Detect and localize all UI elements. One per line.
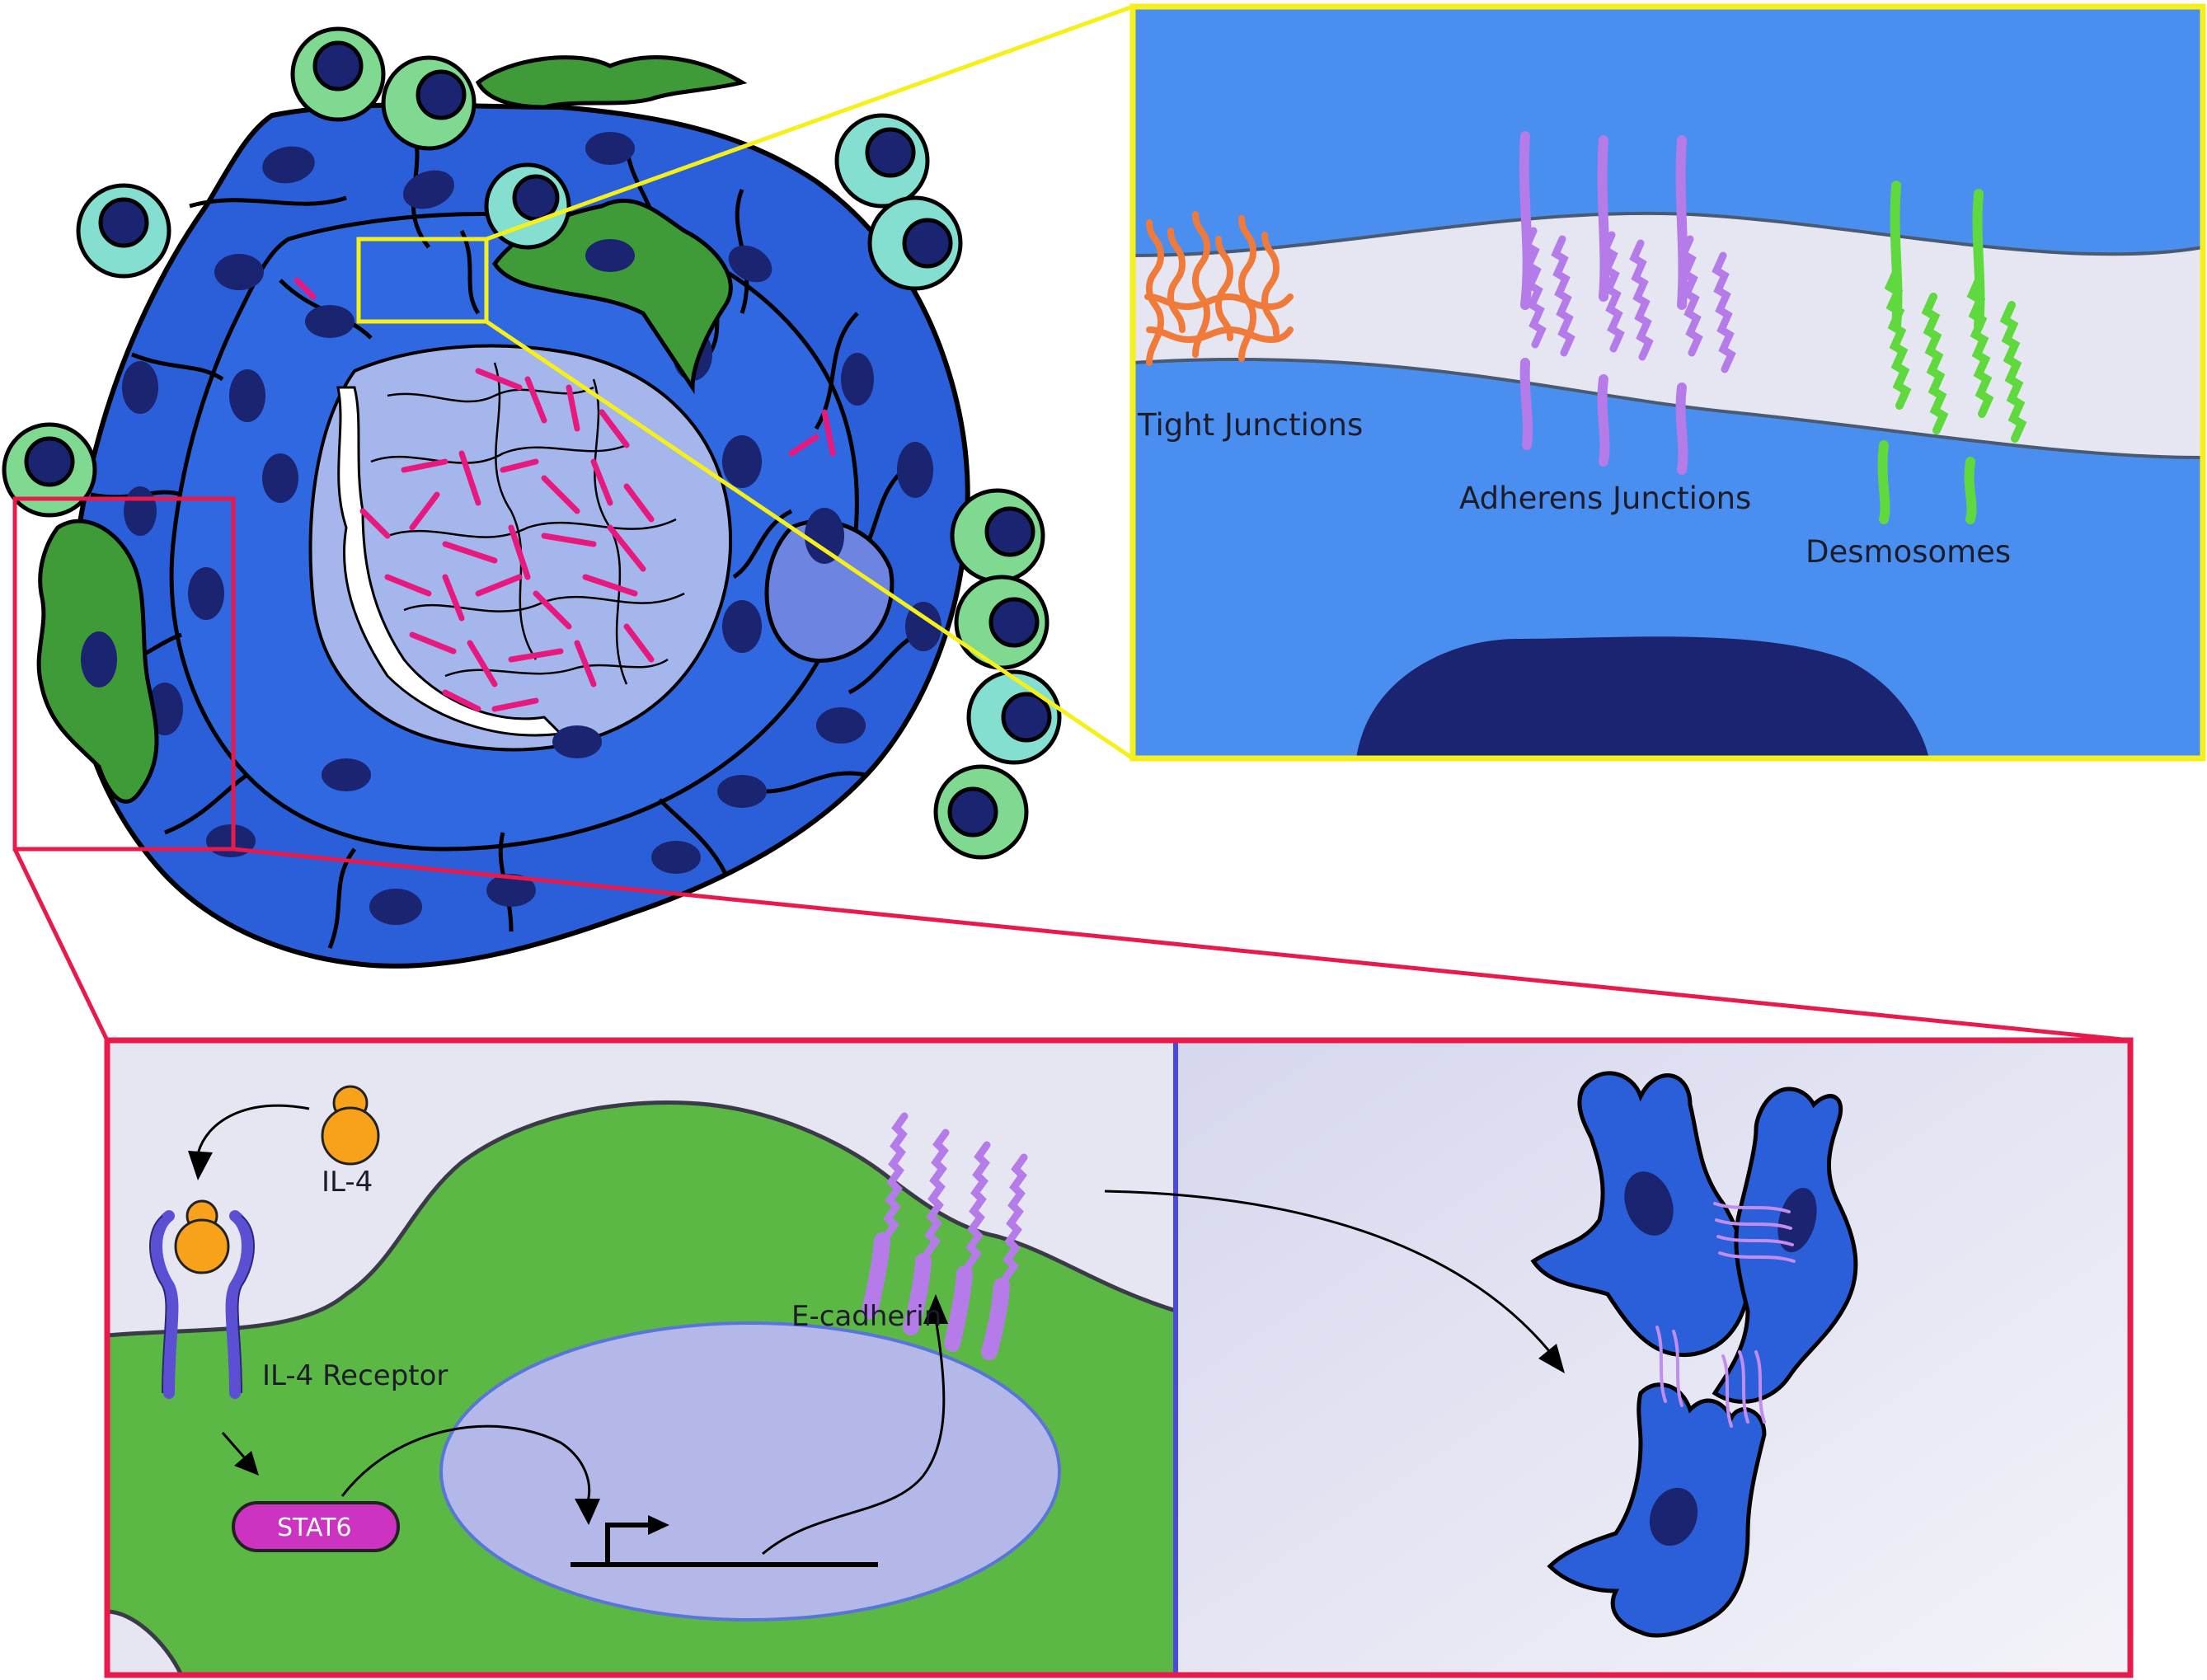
junction-panel: Tight Junctions Adherens Junctions Desmo… (1129, 3, 2206, 762)
receptor-to-stat6-arrowhead (234, 1451, 259, 1476)
promoter-arrowhead (648, 1515, 669, 1535)
adherens-extracellular (1522, 227, 1736, 373)
yellow-callout (356, 4, 1134, 761)
stat6-protein (232, 1501, 400, 1552)
adherens-junctions-label: Adherens Junctions (1459, 481, 1751, 516)
tight-junctions-label: Tight Junctions (1137, 407, 1363, 443)
stat6-to-gene-arrow (340, 1424, 591, 1505)
dendritic-cells (36, 55, 748, 804)
leukocyte (2, 422, 97, 518)
leukocyte (950, 488, 1045, 584)
leukocyte (966, 669, 1062, 765)
receptor-to-stat6-arrow (221, 1432, 247, 1460)
il4-receptor (151, 1210, 253, 1399)
signaling-panel: IL-4 IL-4 Receptor STAT6 (104, 1037, 2134, 1678)
il4-ligand-free (321, 1085, 380, 1166)
dendritic-cell-top (475, 55, 748, 110)
granuloma (2, 26, 1062, 969)
leukocyte (867, 195, 963, 291)
leukocytes (2, 26, 1062, 860)
leukocyte (933, 764, 1029, 860)
yellow-zoom-box (356, 237, 489, 324)
red-connector-left (12, 847, 110, 1042)
e-cadherin-extracellular (882, 1112, 1028, 1282)
charcot-leyden-crystals (293, 277, 836, 712)
leukocyte (484, 162, 571, 250)
il4-label: IL-4 (322, 1166, 373, 1199)
macrophage-nucleus (439, 1321, 1061, 1621)
il4-binding-arrow (196, 1104, 310, 1155)
aggregation-arrowhead (1538, 1344, 1565, 1373)
il4-binding-arrowhead (188, 1151, 213, 1180)
red-zoom-box (12, 496, 236, 852)
yellow-connector-top (486, 4, 1134, 242)
membrane-bottom (1132, 357, 2204, 459)
stat6-to-gene-arrowhead (575, 1499, 600, 1525)
il4-ligand-bound (174, 1199, 230, 1274)
stat6-label: STAT6 (277, 1513, 352, 1542)
yellow-connector-bottom (485, 319, 1134, 761)
desmosomes-label: Desmosomes (1806, 534, 2011, 570)
desmosome-linkers (1884, 268, 2027, 443)
promoter-arrow (605, 1523, 651, 1562)
e-cadherin-transmembrane (862, 1232, 1010, 1360)
leukocyte (76, 183, 171, 279)
leukocyte (290, 26, 386, 122)
leukocyte (954, 575, 1049, 670)
aggregation-arrow (1104, 1190, 1552, 1353)
dendritic-cell-center (491, 198, 733, 395)
light-epithelioid-cell (764, 519, 895, 663)
red-callout (12, 496, 2131, 1043)
signaling-panel-frame (104, 1037, 2134, 1678)
aggregated-nuclei (1624, 1171, 1817, 1546)
leukocyte (381, 55, 477, 151)
leukocyte (834, 113, 930, 209)
gene-to-ecadherin-arrow (762, 1318, 946, 1556)
tight-junctions (1144, 211, 1294, 366)
il4-receptor-outline (149, 1215, 255, 1394)
membrane-top (1132, 211, 2204, 257)
gene-to-ecadherin-arrowhead (923, 1294, 948, 1324)
e-cadherin-label: E-cadherin (791, 1300, 941, 1333)
junction-cell-nucleus (1356, 636, 1929, 758)
dendritic-nuclei (81, 239, 635, 687)
cell-cell-cadherins (1655, 1202, 1796, 1428)
il4-receptor-label: IL-4 Receptor (262, 1359, 448, 1392)
red-connector-right (232, 847, 2131, 1043)
junction-panel-frame (1129, 3, 2206, 762)
